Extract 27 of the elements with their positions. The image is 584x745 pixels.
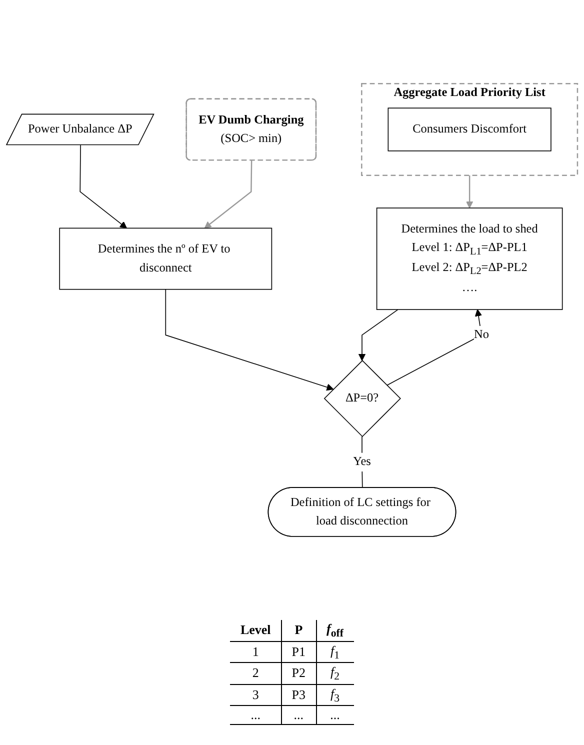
table-cell: 2 (230, 662, 282, 684)
node-box: Determines the nº of EV to disconnect (59, 228, 272, 290)
node-box: Determines the load to shed Level 1: ΔP$_{L1}$=ΔP-PL1 Level 2: ΔP$_{L2}$=ΔP-PL2 …. (376, 208, 563, 310)
table-cell: f$_{off}$ (316, 620, 354, 642)
table-cell: ... (281, 706, 316, 725)
table-cell: ... (316, 706, 354, 725)
table-cell: ... (230, 706, 282, 725)
table-cell: P3 (281, 684, 316, 706)
arrow (386, 309, 482, 386)
node-box: Consumers Discomfort (388, 108, 552, 152)
arrow (165, 288, 334, 391)
arrow (358, 309, 398, 361)
table-cell: f$_{2}$ (316, 662, 354, 684)
node-diamond: ΔP=0? (324, 360, 401, 438)
edge-label: Yes (353, 455, 371, 468)
arrow (204, 160, 252, 228)
arrow (80, 144, 127, 228)
table-cell: 1 (230, 641, 282, 663)
table-cell: f$_{1}$ (316, 641, 354, 663)
arrow (466, 175, 474, 208)
table-cell: P (281, 620, 316, 642)
table-cell: P2 (281, 662, 316, 684)
edge-label: No (474, 328, 489, 342)
table-cell: f$_{3}$ (316, 684, 354, 706)
table-cell: P1 (281, 641, 316, 663)
table-cell: 3 (230, 684, 282, 706)
table-cell: Level (230, 620, 282, 642)
